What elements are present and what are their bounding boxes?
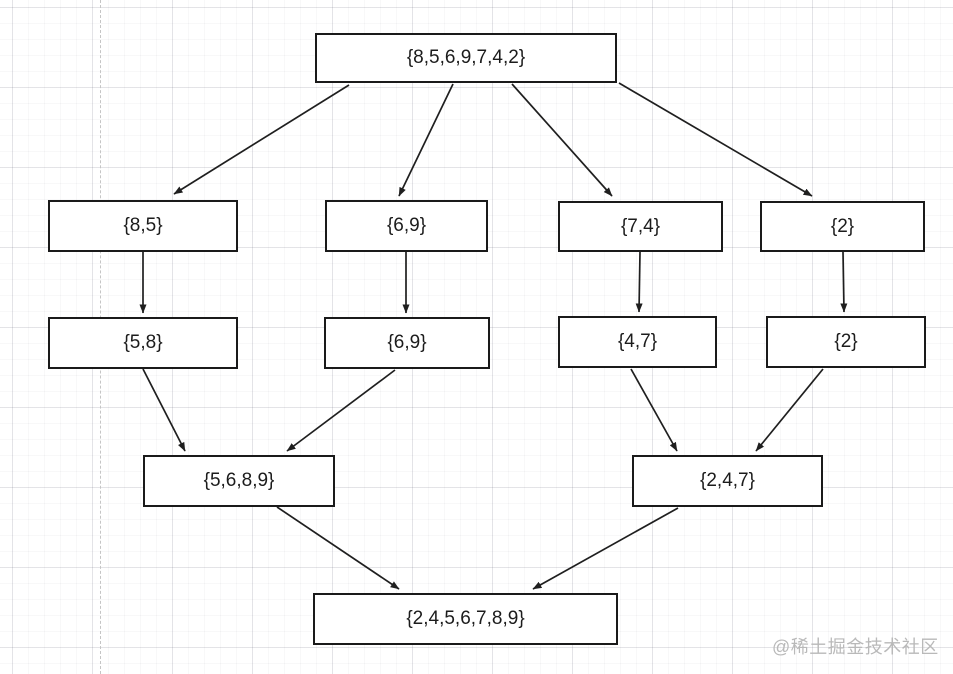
diagram-node-split-85: {8,5}: [48, 200, 238, 252]
diagram-node-split-2: {2}: [760, 201, 925, 252]
edge-root-to-split-2: [618, 82, 813, 197]
edge-merge-247-to-result: [532, 507, 679, 590]
diagram-node-root: {8,5,6,9,7,4,2}: [315, 33, 617, 83]
edge-root-to-split-74: [511, 83, 613, 197]
diagram-node-sort-47: {4,7}: [558, 316, 717, 368]
diagram-node-split-74: {7,4}: [558, 201, 723, 252]
edge-merge-5689-to-result: [276, 506, 400, 590]
edge-sort-58-to-merge-5689: [142, 368, 186, 452]
diagram-node-sort-69: {6,9}: [324, 317, 490, 369]
diagram-node-split-69: {6,9}: [325, 200, 488, 252]
edge-sort-47-to-merge-247: [630, 368, 678, 452]
edge-sort-69-to-merge-5689: [286, 369, 396, 452]
diagram-node-merge-5689: {5,6,8,9}: [143, 455, 335, 507]
diagram-node-sort-2: {2}: [766, 316, 926, 368]
diagram-node-merge-247: {2,4,7}: [632, 455, 823, 507]
edge-split-74-to-sort-47: [635, 251, 643, 313]
edge-root-to-split-69: [398, 83, 454, 197]
diagram-node-result: {2,4,5,6,7,8,9}: [313, 593, 618, 645]
edge-sort-2-to-merge-247: [755, 368, 824, 452]
edge-root-to-split-85: [173, 84, 350, 195]
diagram-node-sort-58: {5,8}: [48, 317, 238, 369]
watermark-text: @稀土掘金技术社区: [772, 637, 939, 657]
edge-split-2-to-sort-2: [840, 251, 848, 313]
